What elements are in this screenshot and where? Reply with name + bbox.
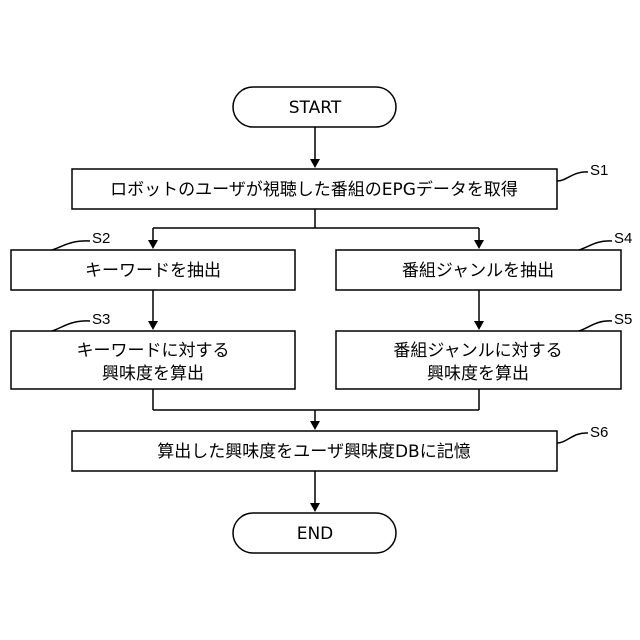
end-terminal: END (233, 513, 396, 553)
step-s1-label: ロボットのユーザが視聴した番組のEPGデータを取得 (110, 179, 518, 200)
step-s3-line1: キーワードに対する (77, 341, 230, 361)
arrowhead (310, 503, 320, 512)
start-label: START (289, 98, 342, 118)
start-terminal: START (233, 87, 396, 127)
step-s5-leader (579, 321, 612, 331)
arrowhead (148, 321, 158, 330)
step-s6-id: S6 (590, 424, 608, 441)
step-s6-leader (557, 433, 588, 443)
step-s4: 番組ジャンルを抽出 S4 (336, 230, 632, 290)
step-s3-id: S3 (92, 311, 110, 328)
step-s3-leader (52, 321, 90, 331)
step-s2-id: S2 (92, 230, 110, 247)
step-s3-line2: 興味度を算出 (102, 364, 204, 384)
step-s6: 算出した興味度をユーザ興味度DBに記憶 S6 (72, 424, 608, 471)
arrowhead (310, 159, 320, 168)
step-s1-leader (557, 172, 588, 181)
step-s2-label: キーワードを抽出 (85, 261, 221, 281)
arrowhead (148, 240, 158, 249)
step-s4-label: 番組ジャンルを抽出 (402, 261, 554, 281)
edge-s4-s5 (474, 290, 484, 330)
arrowhead (474, 240, 484, 249)
edge-merge-s6 (153, 389, 479, 430)
step-s5-id: S5 (614, 311, 632, 328)
step-s5-line1: 番組ジャンルに対する (393, 341, 562, 361)
step-s5-line2: 興味度を算出 (427, 364, 529, 384)
edge-s2-s3 (148, 290, 158, 330)
step-s4-id: S4 (614, 230, 632, 247)
step-s5: 番組ジャンルに対する 興味度を算出 S5 (336, 311, 632, 389)
arrowhead (474, 321, 484, 330)
step-s2-leader (52, 241, 90, 250)
arrowhead (310, 421, 320, 430)
step-s1-id: S1 (590, 162, 608, 179)
step-s4-leader (579, 241, 612, 250)
edge-s6-end (310, 471, 320, 512)
step-s1: ロボットのユーザが視聴した番組のEPGデータを取得 S1 (72, 162, 608, 209)
edge-start-s1 (310, 127, 320, 168)
step-s6-label: 算出した興味度をユーザ興味度DBに記憶 (157, 442, 470, 462)
end-label: END (297, 524, 334, 544)
edge-s1-split (148, 209, 484, 249)
